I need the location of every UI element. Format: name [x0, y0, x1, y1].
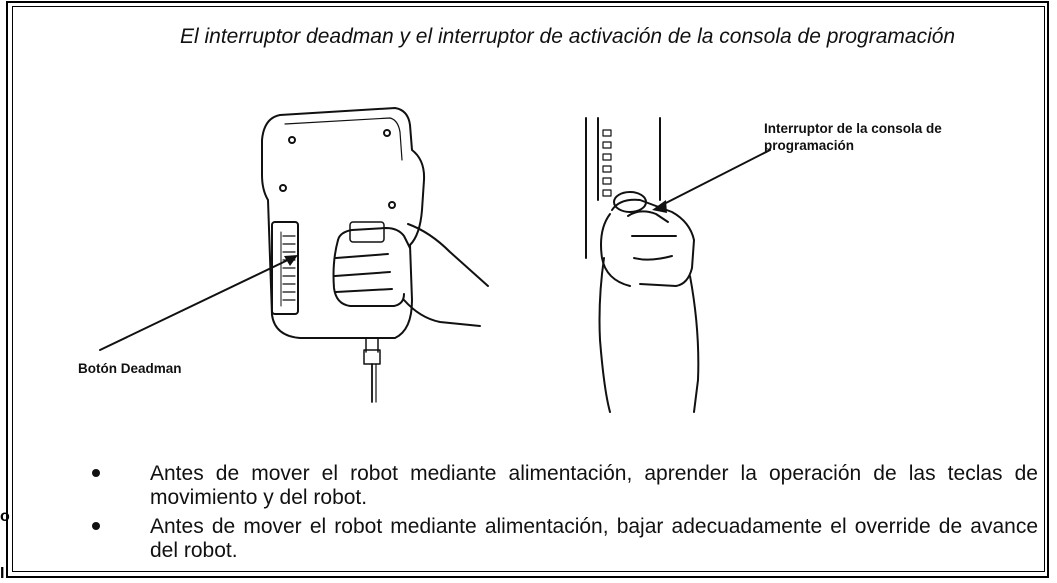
teach-pendant-side-drawing — [585, 117, 700, 413]
edge-mark-bottom: I — [0, 565, 5, 582]
enable-switch-label: Interruptor de la consola de programació… — [764, 121, 942, 153]
teach-pendant-back-drawing — [261, 107, 489, 403]
figure-title: El interruptor deadman y el interruptor … — [180, 25, 956, 48]
list-item: Antes de mover el robot mediante aliment… — [78, 515, 1038, 563]
safety-notes-list: Antes de mover el robot mediante aliment… — [78, 462, 1038, 568]
list-item: Antes de mover el robot mediante aliment… — [78, 462, 1038, 510]
safety-note-text: Antes de mover el robot mediante aliment… — [150, 515, 1038, 562]
safety-note-text: Antes de mover el robot mediante aliment… — [150, 462, 1038, 509]
page-frame-inner — [12, 6, 1045, 572]
deadman-button-label: Botón Deadman — [78, 361, 182, 376]
bullet-icon — [92, 469, 100, 477]
edge-mark-top: o — [0, 508, 10, 525]
bullet-icon — [92, 522, 100, 530]
page-frame-outer — [6, 1, 1049, 578]
